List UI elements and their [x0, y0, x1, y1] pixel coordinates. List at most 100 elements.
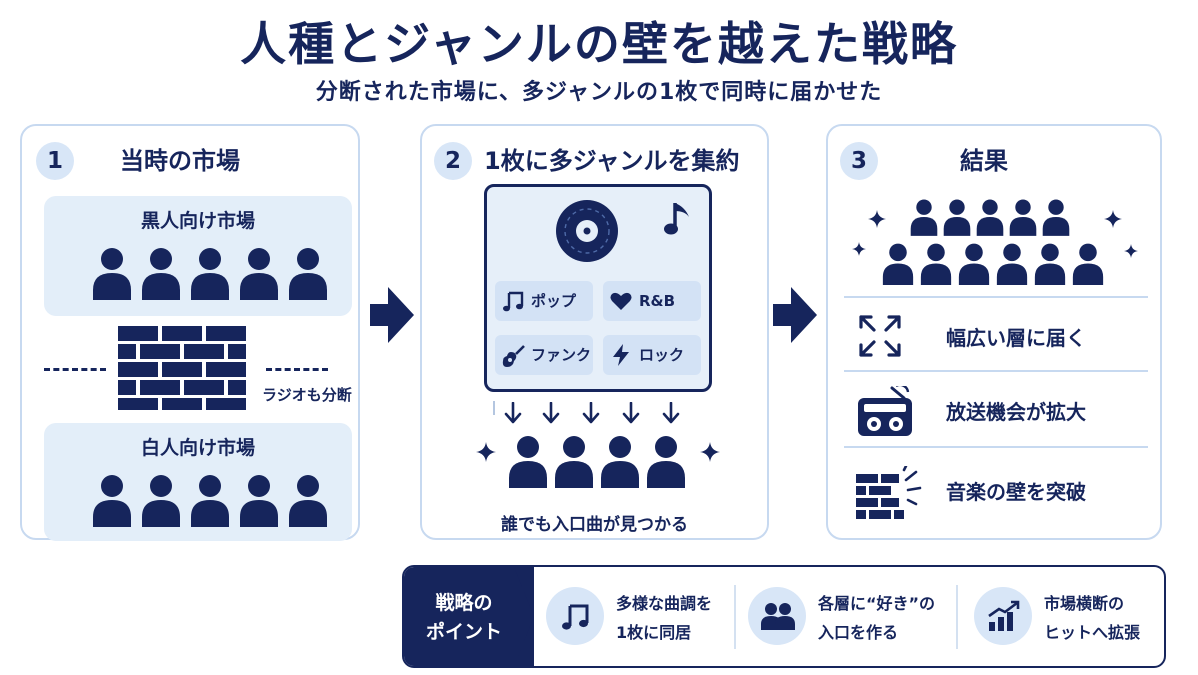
white-market-box: 白人向け市場 [44, 423, 352, 541]
person-icon [141, 473, 181, 527]
page-subtitle: 分断された市場に、多ジャンルの1枚で同時に届かせた [315, 80, 883, 105]
black-market-box: 黒人向け市場 [44, 196, 352, 316]
strategy-point: 市場横断の ヒットへ拡張 [974, 567, 1154, 666]
panel-title: 当時の市場 [120, 147, 240, 175]
person-icon [910, 198, 938, 236]
panel-title: 1枚に多ジャンルを集約 [484, 147, 740, 175]
person-icon [1034, 242, 1066, 285]
person-icon [1042, 198, 1070, 236]
guitar-icon [502, 345, 525, 367]
panel-caption: 誰でも入口曲が見つかる [501, 515, 688, 535]
market-label: 黒人向け市場 [140, 210, 255, 232]
step-number-1: 1 [36, 142, 74, 180]
person-icon [976, 198, 1004, 236]
heading-line: ポイント [425, 621, 502, 643]
divider [734, 585, 736, 649]
point-icon-circle [546, 587, 604, 645]
sparkle-icon [476, 442, 496, 462]
music-note-icon [664, 203, 689, 235]
genre-chip-rock: ロック [603, 335, 701, 375]
divider [956, 585, 958, 649]
person-icon [92, 473, 132, 527]
step-number-2: 2 [434, 142, 472, 180]
breaking-wall-icon [856, 466, 922, 519]
point-icon-circle [974, 587, 1032, 645]
heading-line: 戦略の [435, 592, 493, 614]
audience-group [44, 473, 352, 533]
strategy-point: 各層に“好き”の 入口を作る [748, 567, 948, 666]
point-line: ヒットへ拡張 [1044, 623, 1141, 642]
bar-chart-up-icon [988, 600, 1020, 631]
lightning-icon [613, 344, 629, 366]
page-title: 人種とジャンルの壁を越えた戦略 [240, 17, 958, 71]
point-line: 多様な曲調を [616, 594, 713, 613]
divider-dashes [44, 368, 106, 371]
person-icon [239, 246, 279, 300]
result-item-break-wall: 音楽の壁を突破 [828, 454, 1160, 524]
sparkle-icon [1104, 210, 1122, 228]
divider [844, 296, 1148, 298]
heart-icon [610, 292, 632, 310]
person-icon [239, 473, 279, 527]
down-arrow-icon [504, 402, 522, 424]
vinyl-record-icon [556, 200, 618, 262]
album-card: ポップ R&B ファンク ロック [484, 184, 712, 392]
strategy-points-bar: 戦略の ポイント 多様な曲調を 1枚に同居 各層に“好き”の 入口を作る [402, 565, 1166, 668]
person-icon [920, 242, 952, 285]
person-icon [958, 242, 990, 285]
person-icon [190, 473, 230, 527]
sparkle-icon [493, 401, 495, 415]
point-line: 各層に“好き”の [818, 594, 936, 613]
flow-arrow-icon [773, 287, 817, 343]
person-icon [190, 246, 230, 300]
genre-chip-rnb: R&B [603, 281, 701, 321]
result-item-reach: 幅広い層に届く [828, 300, 1160, 370]
down-arrow-icon [582, 402, 600, 424]
sparkle-icon [868, 210, 886, 228]
music-note-icon [562, 604, 589, 630]
panel-title: 結果 [960, 147, 1008, 175]
result-label: 音楽の壁を突破 [946, 480, 1086, 504]
point-icon-circle [748, 587, 806, 645]
panel-market-then: 1 当時の市場 黒人向け市場 ラジオも分断 白人向け市場 [20, 124, 360, 541]
point-text: 多様な曲調を 1枚に同居 [616, 589, 712, 647]
people-icon [761, 603, 795, 630]
panel-multi-genre: 2 1枚に多ジャンルを集約 ポップ R&B [420, 124, 769, 540]
divider-dashes [266, 368, 328, 371]
genre-label: ロック [639, 346, 685, 364]
point-text: 市場横断の ヒットへ拡張 [1044, 589, 1140, 647]
person-icon [996, 242, 1028, 285]
point-text: 各層に“好き”の 入口を作る [818, 589, 935, 647]
step-number-3: 3 [840, 142, 878, 180]
person-icon [288, 473, 328, 527]
point-line: 1枚に同居 [616, 623, 692, 642]
genre-chip-funk: ファンク [495, 335, 593, 375]
person-icon [943, 198, 971, 236]
result-label: 放送機会が拡大 [946, 400, 1086, 424]
flow-arrow-icon [370, 287, 414, 343]
brick-wall-icon [118, 326, 246, 410]
person-icon [508, 434, 548, 488]
point-line: 入口を作る [818, 623, 899, 642]
person-icon [1072, 242, 1104, 285]
audience-group [44, 246, 352, 306]
result-label: 幅広い層に届く [946, 326, 1086, 350]
expand-arrows-icon [859, 315, 901, 357]
strategy-heading: 戦略の ポイント [414, 589, 514, 647]
point-line: 市場横断の [1044, 594, 1125, 613]
result-item-broadcast: 放送機会が拡大 [828, 374, 1160, 444]
down-arrow-icon [622, 402, 640, 424]
down-arrow-icon [542, 402, 560, 424]
genre-label: ポップ [531, 292, 577, 310]
music-note-icon [503, 291, 524, 312]
radio-note: ラジオも分断 [262, 386, 352, 404]
person-icon [554, 434, 594, 488]
genre-chip-pop: ポップ [495, 281, 593, 321]
down-arrow-icon [662, 402, 680, 424]
person-icon [92, 246, 132, 300]
sparkle-icon [852, 242, 866, 256]
person-icon [600, 434, 640, 488]
heading-pointer [512, 567, 534, 666]
genre-label: ファンク [531, 346, 592, 364]
person-icon [288, 246, 328, 300]
